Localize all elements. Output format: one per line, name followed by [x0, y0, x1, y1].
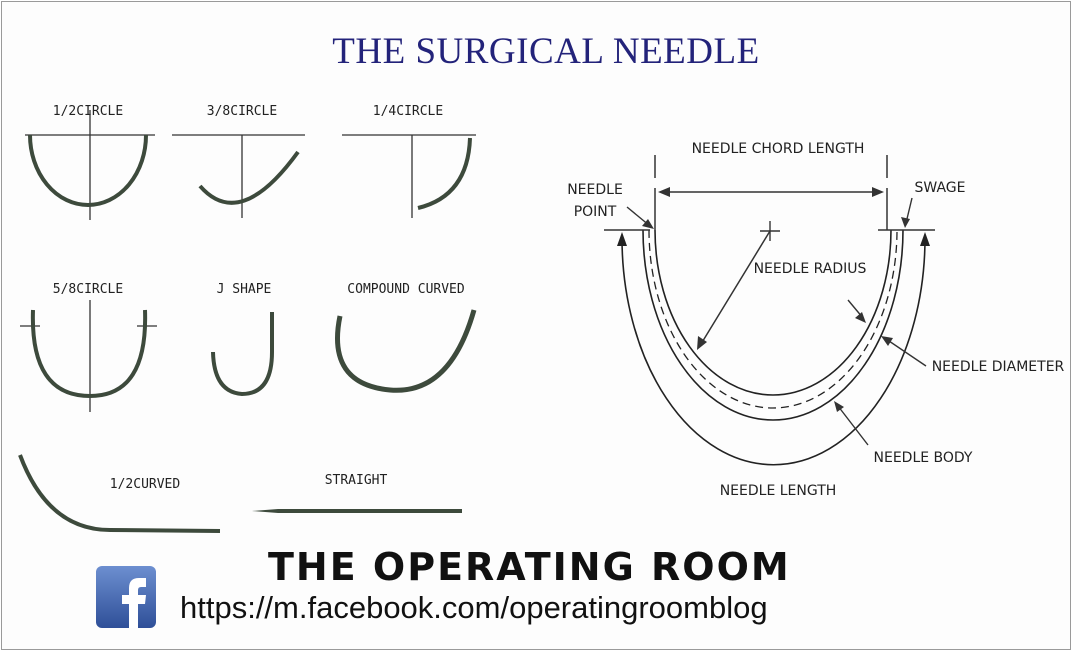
shape-label: J SHAPE: [217, 282, 272, 297]
chord-length-label: NEEDLE CHORD LENGTH: [692, 141, 865, 157]
needle-body-label: NEEDLE BODY: [874, 450, 973, 466]
shape-five-eighths-circle: 5/8CIRCLE: [20, 282, 157, 412]
shape-label: 1/2CURVED: [110, 477, 181, 492]
needle-point-label: NEEDLE: [567, 182, 623, 198]
facebook-url-link[interactable]: https://m.facebook.com/operatingroomblog: [180, 590, 768, 625]
shape-half-circle: 1/2CIRCLE: [25, 104, 155, 220]
shape-half-curved: 1/2CURVED: [18, 454, 221, 533]
shape-straight: STRAIGHT: [252, 473, 462, 513]
needle-anatomy: NEEDLE CHORD LENGTH NEEDLE POINT SWAGE N…: [567, 141, 1064, 499]
shape-label: STRAIGHT: [325, 473, 388, 488]
swage-label: SWAGE: [915, 180, 966, 196]
needle-length-label: NEEDLE LENGTH: [720, 483, 837, 499]
brand-name: THE OPERATING ROOM: [268, 545, 791, 589]
needle-point-label: POINT: [574, 204, 617, 220]
shape-compound-curved: COMPOUND CURVED: [334, 282, 477, 393]
facebook-icon[interactable]: [96, 566, 156, 628]
shape-label: 5/8CIRCLE: [53, 282, 123, 297]
shape-label: 3/8CIRCLE: [207, 104, 277, 119]
shape-quarter-circle: 1/4CIRCLE: [342, 104, 476, 218]
needle-radius-label: NEEDLE RADIUS: [754, 261, 867, 277]
shape-j: J SHAPE: [211, 282, 274, 397]
shape-three-eighths-circle: 3/8CIRCLE: [172, 104, 305, 218]
shape-label: 1/2CIRCLE: [53, 104, 123, 119]
page-title: THE SURGICAL NEEDLE: [332, 31, 760, 72]
needle-diameter-label: NEEDLE DIAMETER: [932, 359, 1065, 375]
shape-label: 1/4CIRCLE: [373, 104, 443, 119]
shape-label: COMPOUND CURVED: [347, 282, 465, 297]
